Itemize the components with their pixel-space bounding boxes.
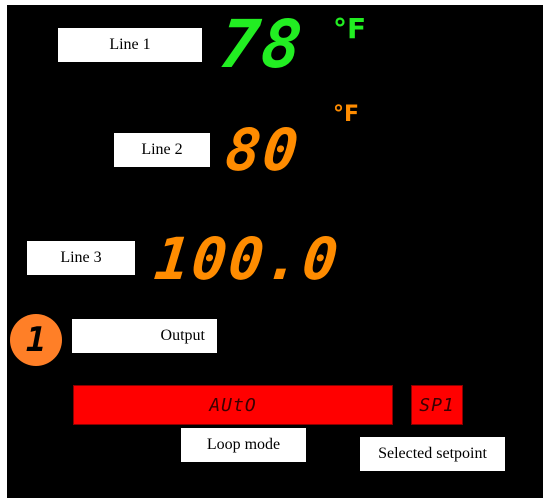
line3-value: 100.0 xyxy=(151,225,344,293)
selected-setpoint-label: Selected setpoint xyxy=(360,437,505,471)
line1-label: Line 1 xyxy=(58,28,202,62)
line2-value: 80 xyxy=(222,116,304,184)
line2-unit: °F xyxy=(333,102,360,127)
loop-mode-label: Loop mode xyxy=(181,428,306,462)
output-label: Output xyxy=(72,319,217,353)
line1-unit: °F xyxy=(333,12,367,45)
line2-label: Line 2 xyxy=(114,133,210,167)
selected-setpoint-display: SP1 xyxy=(411,385,463,425)
output-indicator: 1 xyxy=(10,314,62,366)
line1-value: 78 xyxy=(216,6,308,83)
loop-mode-display: AUtO xyxy=(73,385,393,425)
line3-label: Line 3 xyxy=(27,241,135,275)
